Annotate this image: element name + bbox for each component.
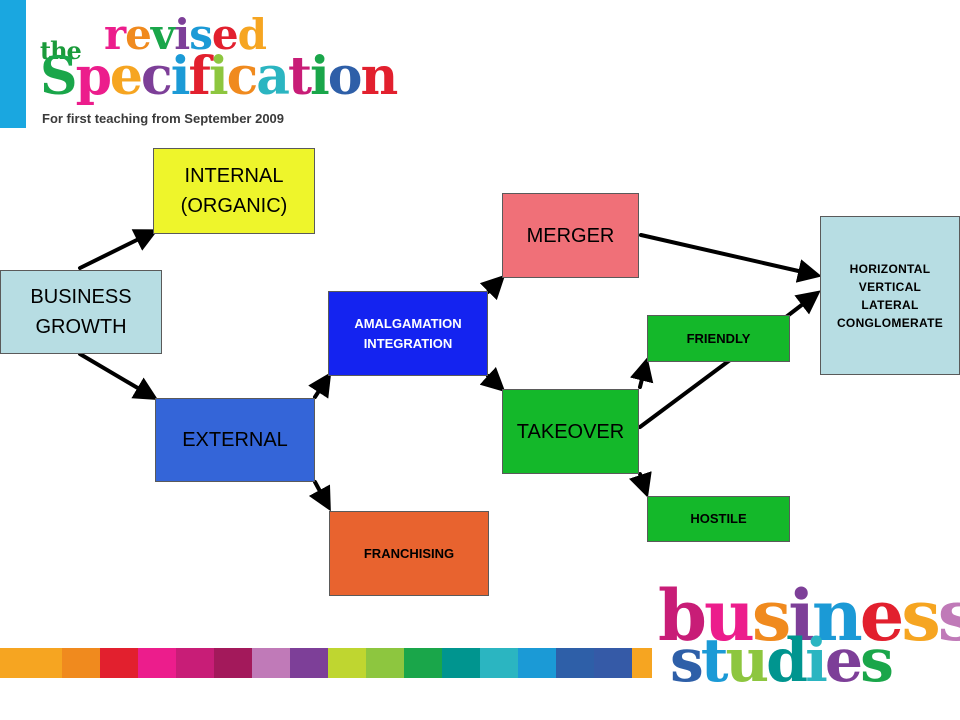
node-hostile: HOSTILE xyxy=(647,496,790,542)
arrow-growth-external xyxy=(78,352,159,401)
node-internal: INTERNAL (ORGANIC) xyxy=(153,148,315,234)
arrow-takeover-hostile xyxy=(628,471,652,498)
logo-studies: studies xyxy=(670,626,894,696)
arrow-merger-types xyxy=(639,233,822,283)
logo-specification: Specification xyxy=(40,46,398,107)
node-internal-label: INTERNAL (ORGANIC) xyxy=(180,165,288,217)
node-business-growth: BUSINESS GROWTH xyxy=(0,270,162,354)
tagline: For first teaching from September 2009 xyxy=(42,111,285,126)
node-external-label: EXTERNAL xyxy=(182,429,288,451)
node-amalgamation-label: AMALGAMATION INTEGRATION xyxy=(354,315,462,351)
arrow-amalgamation-merger xyxy=(479,274,506,301)
line-takeover-friendly-link xyxy=(638,358,732,429)
node-external: EXTERNAL xyxy=(155,398,315,482)
arrow-external-franchising xyxy=(308,480,331,512)
node-integration-types: HORIZONTAL VERTICAL LATERAL CONGLOMERATE xyxy=(820,216,960,375)
node-friendly: FRIENDLY xyxy=(647,315,790,362)
arrow-growth-internal xyxy=(78,229,159,270)
node-franchising-label: FRANCHISING xyxy=(363,545,455,561)
node-franchising: FRANCHISING xyxy=(329,511,489,596)
node-friendly-label: FRIENDLY xyxy=(686,330,751,346)
arrow-amalgamation-takeover xyxy=(479,366,506,393)
arrow-external-amalgamation xyxy=(308,371,332,399)
node-amalgamation: AMALGAMATION INTEGRATION xyxy=(328,291,488,376)
logo-revised: revised xyxy=(104,10,267,59)
node-merger-label: MERGER xyxy=(526,224,615,247)
logo-the: the xyxy=(40,36,82,65)
header-accent-bar xyxy=(0,0,26,128)
node-integration-types-label: HORIZONTAL VERTICAL LATERAL CONGLOMERATE xyxy=(836,261,944,330)
node-hostile-label: HOSTILE xyxy=(690,511,747,526)
node-takeover: TAKEOVER xyxy=(502,389,639,474)
node-merger: MERGER xyxy=(502,193,639,278)
arrow-takeover-friendly xyxy=(629,357,654,389)
logo-business: business xyxy=(658,574,960,657)
node-business-growth-label: BUSINESS GROWTH xyxy=(30,286,132,338)
business-studies-logo: business studies xyxy=(652,574,960,698)
node-takeover-label: TAKEOVER xyxy=(516,420,625,443)
